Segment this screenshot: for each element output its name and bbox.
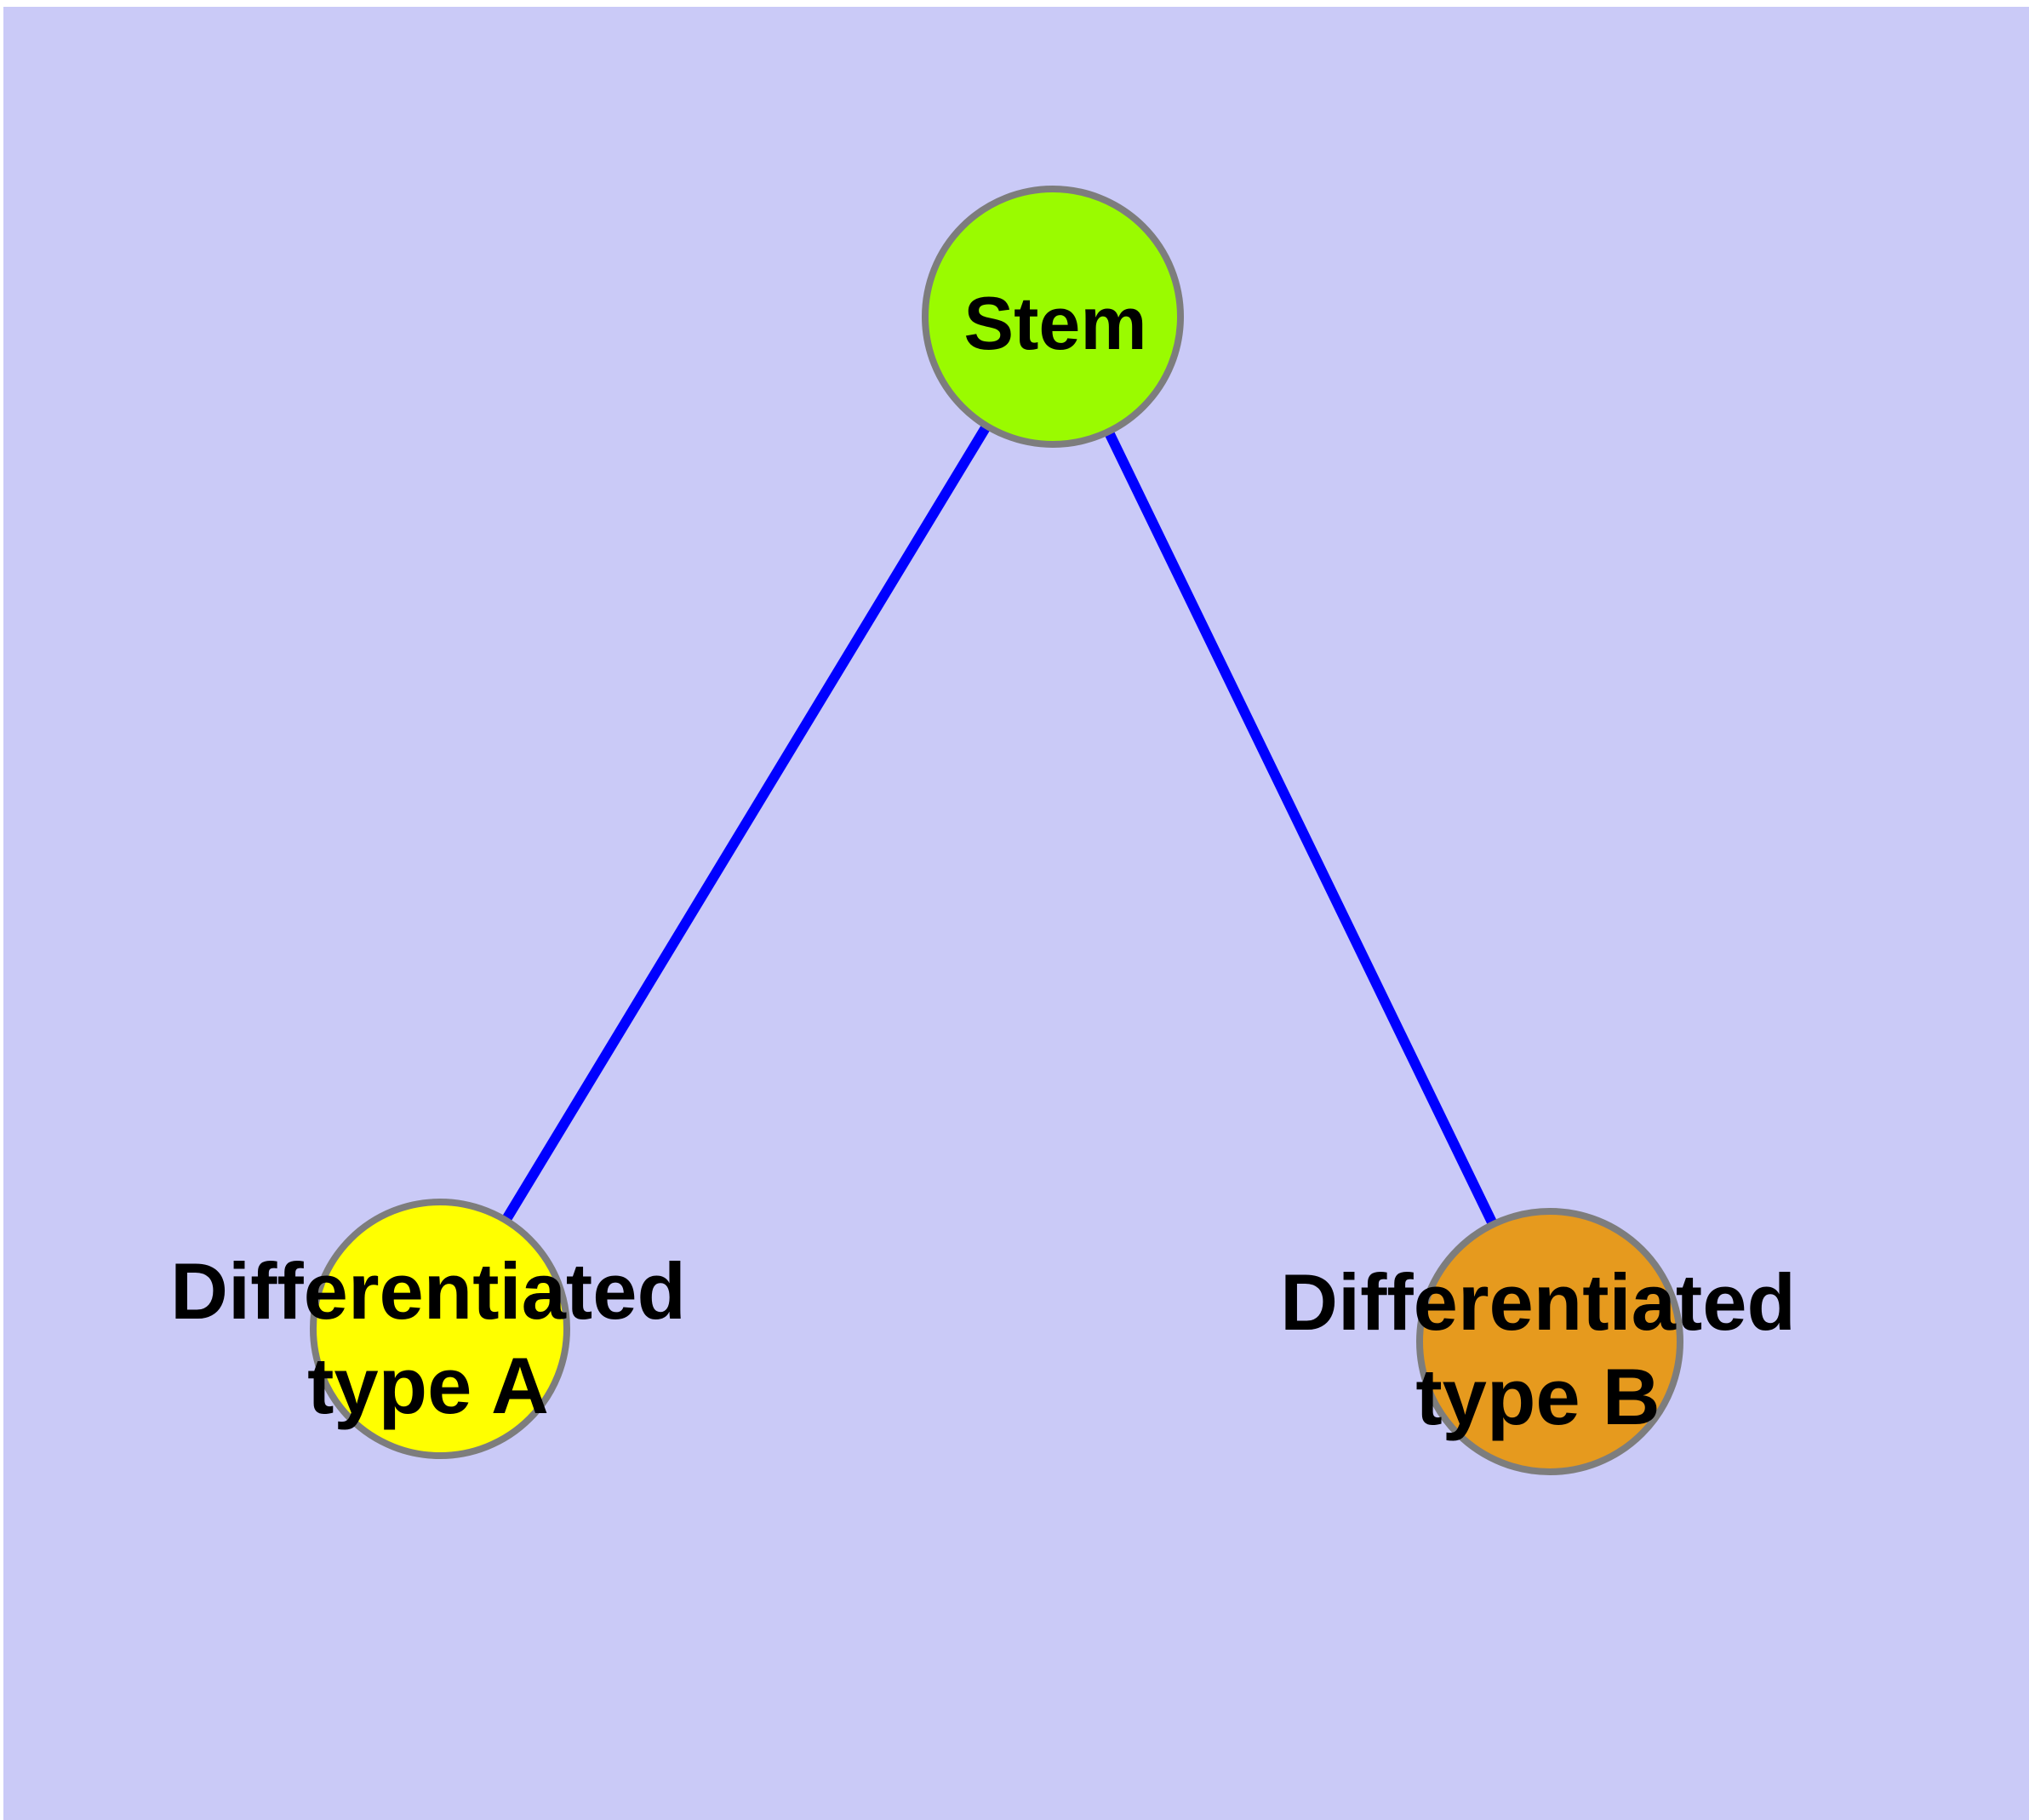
node-type-b-label-line2: type B bbox=[1415, 1352, 1660, 1441]
node-type-b-label-line1: Differentiated bbox=[1280, 1257, 1796, 1347]
diagram-canvas: Stem Differentiated type A Differentiate… bbox=[3, 7, 2029, 1820]
node-type-a-label-line1: Differentiated bbox=[170, 1246, 686, 1336]
edge-stem-to-type-b bbox=[1048, 314, 1555, 1344]
edge-stem-to-type-a bbox=[435, 313, 1058, 1332]
node-differentiated-type-a[interactable] bbox=[310, 1199, 570, 1459]
node-type-a-label-line2: type A bbox=[307, 1341, 549, 1430]
node-stem[interactable] bbox=[922, 186, 1184, 448]
node-differentiated-type-b[interactable] bbox=[1416, 1208, 1683, 1475]
node-stem-label: Stem bbox=[963, 281, 1146, 365]
